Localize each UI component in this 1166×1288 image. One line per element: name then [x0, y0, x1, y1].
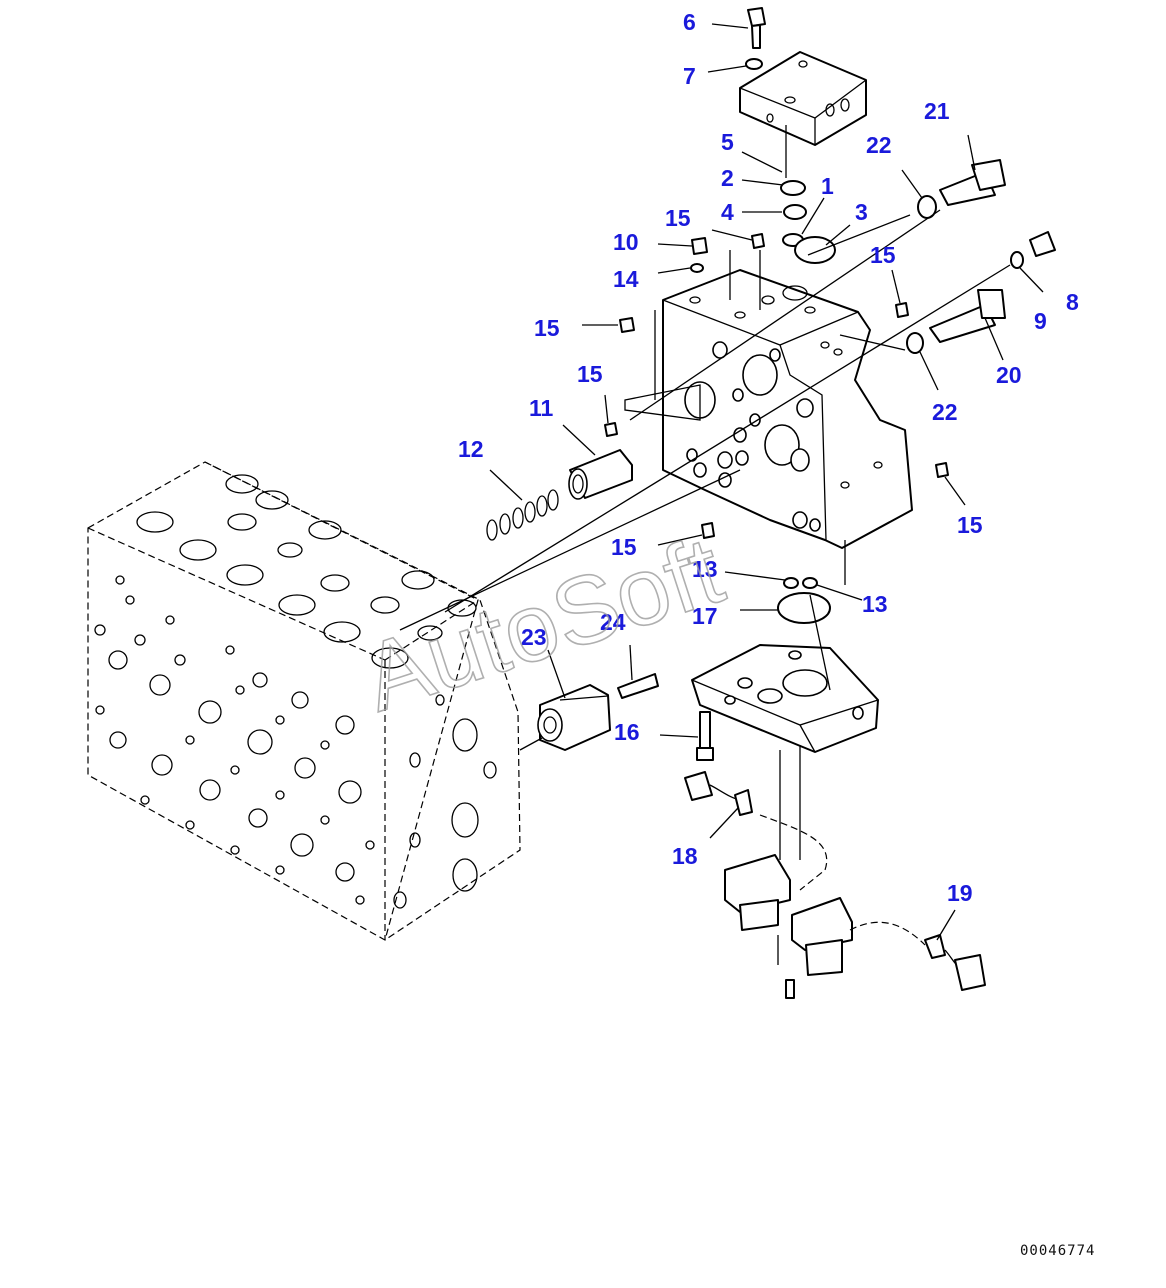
lower-block — [691, 644, 879, 753]
callout-21: 21 — [924, 98, 950, 124]
small-parts — [604, 7, 1056, 999]
callout-7: 7 — [683, 63, 696, 89]
main-valve-block — [87, 461, 521, 941]
callout-4: 4 — [721, 199, 734, 225]
callout-13-b: 13 — [862, 591, 888, 617]
callout-22-bottom: 22 — [932, 399, 958, 425]
callout-5: 5 — [721, 129, 734, 155]
callout-20: 20 — [996, 362, 1022, 388]
callout-15-d: 15 — [870, 242, 896, 268]
callout-15-e: 15 — [957, 512, 983, 538]
callout-6: 6 — [683, 9, 696, 35]
callout-14: 14 — [613, 266, 639, 292]
spool — [568, 449, 633, 500]
callout-15-b: 15 — [534, 315, 560, 341]
callout-2: 2 — [721, 165, 734, 191]
drawing-id: 00046774 — [1020, 1243, 1095, 1259]
callout-8: 8 — [1066, 289, 1079, 315]
callout-17: 17 — [692, 603, 718, 629]
spring — [486, 489, 559, 541]
upper-valve-body — [624, 269, 913, 549]
callout-19: 19 — [947, 880, 973, 906]
callout-24: 24 — [600, 609, 626, 635]
callout-11: 11 — [529, 395, 554, 421]
sensors — [684, 745, 986, 991]
callout-12: 12 — [458, 436, 484, 462]
callout-23: 23 — [521, 624, 547, 650]
callout-18: 18 — [672, 843, 698, 869]
top-cover — [739, 51, 867, 146]
callout-1: 1 — [821, 173, 834, 199]
leader-lines — [399, 23, 1044, 941]
solenoid-valve — [537, 684, 611, 751]
callout-10: 10 — [613, 229, 639, 255]
callout-labels: 6 7 5 2 1 4 3 22 21 15 10 14 15 15 11 12… — [458, 9, 1079, 906]
callout-15-c: 15 — [577, 361, 603, 387]
callout-13-a: 13 — [692, 556, 718, 582]
callout-22-top: 22 — [866, 132, 892, 158]
callout-15-f: 15 — [611, 534, 637, 560]
callout-15-a: 15 — [665, 205, 691, 231]
callout-9: 9 — [1034, 308, 1047, 334]
callout-3: 3 — [855, 199, 868, 225]
watermark: AutoSoft — [351, 516, 734, 732]
callout-16: 16 — [614, 719, 640, 745]
